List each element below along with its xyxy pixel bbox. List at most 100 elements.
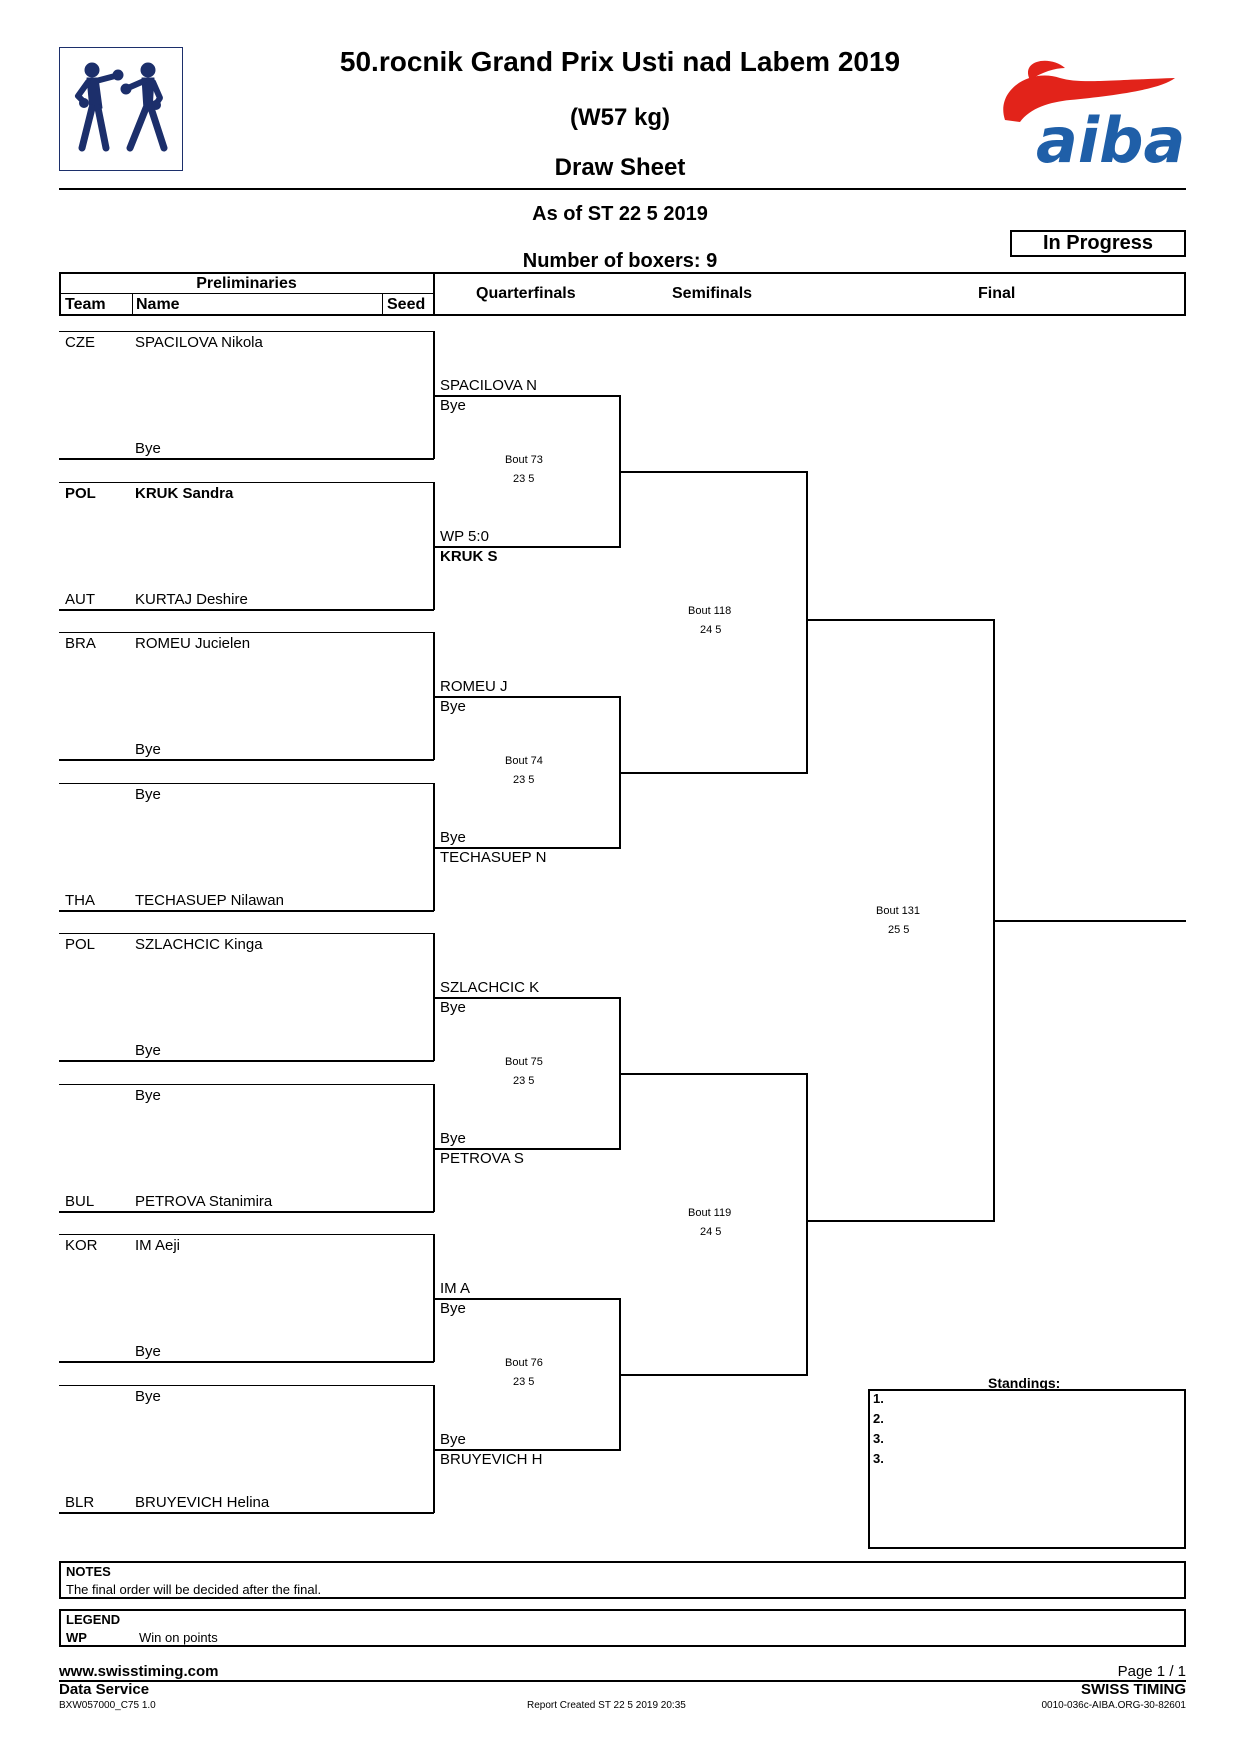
qf-line <box>434 997 620 999</box>
prelim-line <box>59 1211 434 1213</box>
qf-line <box>434 546 620 548</box>
legend-code: WP <box>66 1630 87 1645</box>
prelim-line <box>59 331 434 332</box>
boxers-icon <box>75 62 168 152</box>
prelim-line <box>59 1385 434 1386</box>
final-bout-number: Bout 131 <box>876 905 921 917</box>
prelim-line <box>59 632 434 633</box>
prelim-boxer-name: Bye <box>135 1087 161 1104</box>
prelim-boxer-name: Bye <box>135 1343 161 1360</box>
col-quarterfinals: Quarterfinals <box>476 285 576 302</box>
boxer-count: Number of boxers: 9 <box>522 250 718 272</box>
sf-line <box>620 1374 807 1376</box>
header-rule <box>59 188 1186 190</box>
qf-line <box>434 1449 620 1451</box>
qf-line <box>434 395 620 397</box>
prelim-team: KOR <box>65 1237 98 1254</box>
prelim-boxer-name: IM Aeji <box>135 1237 181 1254</box>
prelim-line <box>59 933 434 934</box>
column-header <box>59 272 1186 316</box>
winner-line <box>994 920 1186 922</box>
qf-line <box>434 1298 620 1300</box>
final-line <box>807 1220 994 1222</box>
header-divider <box>59 293 434 294</box>
footer-page: Page 1 / 1 <box>1117 1663 1186 1680</box>
bout-number: Bout 119 <box>688 1207 732 1219</box>
col-final: Final <box>978 285 1016 302</box>
qf-line <box>434 847 620 849</box>
prelim-line <box>59 1361 434 1363</box>
standings-title: Standings: <box>988 1375 1061 1391</box>
qf-bottom-result: Bye <box>440 1130 466 1147</box>
qf-top-name: SPACILOVA N <box>440 377 537 394</box>
prelim-boxer-name: PETROVA Stanimira <box>135 1193 273 1210</box>
prelim-boxer-name: ROMEU Jucielen <box>135 635 251 652</box>
prelim-boxer-name: Bye <box>135 786 161 803</box>
standings-box <box>868 1389 1186 1549</box>
prelim-line <box>59 1060 434 1062</box>
header-vline <box>132 293 133 316</box>
qf-top-name: IM A <box>440 1280 471 1297</box>
qf-top-result: Bye <box>440 1300 466 1317</box>
prelim-line <box>59 1084 434 1085</box>
prelim-boxer-name: SPACILOVA Nikola <box>135 334 263 351</box>
qf-bottom-result: WP 5:0 <box>440 528 489 545</box>
qf-bottom-result: Bye <box>440 829 466 846</box>
aiba-logo: aiba <box>990 50 1190 177</box>
prelim-line <box>59 783 434 784</box>
qf-top-name: SZLACHCIC K <box>440 979 540 996</box>
footer-code: BXW057000_C75 1.0 <box>59 1700 156 1711</box>
notes-text: The final order will be decided after th… <box>66 1582 322 1597</box>
qf-top-result: Bye <box>440 999 466 1016</box>
standing-place: 3. <box>873 1451 884 1466</box>
prelim-boxer-name: Bye <box>135 1042 161 1059</box>
bout-number: Bout 73 <box>505 454 543 466</box>
footer-report: Report Created ST 22 5 2019 20:35 <box>527 1700 686 1711</box>
footer-url[interactable]: www.swisstiming.com <box>59 1663 219 1680</box>
prelim-boxer-name: BRUYEVICH Helina <box>135 1494 270 1511</box>
prelim-team: POL <box>65 485 96 502</box>
qf-line <box>434 1148 620 1150</box>
event-title: 50.rocnik Grand Prix Usti nad Labem 2019 <box>339 46 901 77</box>
status-badge: In Progress <box>1010 230 1186 257</box>
sf-line <box>620 471 807 473</box>
prelim-boxer-name: Bye <box>135 1388 161 1405</box>
col-team: Team <box>65 296 106 313</box>
prelim-boxer-name: TECHASUEP Nilawan <box>135 892 284 909</box>
col-name: Name <box>136 296 180 313</box>
footer-service: Data Service <box>59 1681 150 1698</box>
bout-number: Bout 75 <box>505 1056 543 1068</box>
bout-date: 23 5 <box>513 774 535 786</box>
col-seed: Seed <box>387 296 426 313</box>
standing-place: 2. <box>873 1411 884 1426</box>
prelim-team: POL <box>65 936 96 953</box>
svg-text:aiba: aiba <box>1036 104 1185 170</box>
bout-date: 24 5 <box>700 1226 722 1238</box>
qf-top-name: ROMEU J <box>440 678 508 695</box>
qf-line <box>434 696 620 698</box>
footer-brand: SWISS TIMING <box>1081 1681 1186 1698</box>
prelim-line <box>59 759 434 761</box>
prelim-line <box>59 609 434 611</box>
prelim-boxer-name: SZLACHCIC Kinga <box>135 936 263 953</box>
bout-number: Bout 74 <box>505 755 543 767</box>
sf-line <box>620 772 807 774</box>
prelim-team: THA <box>65 892 95 909</box>
qf-bottom-name: TECHASUEP N <box>440 849 547 866</box>
bout-date: 23 5 <box>513 1376 535 1388</box>
prelim-line <box>59 910 434 912</box>
qf-bottom-result: Bye <box>440 1431 466 1448</box>
header-vline <box>433 272 435 316</box>
qf-bottom-name: KRUK S <box>440 548 498 565</box>
col-semifinals: Semifinals <box>672 285 753 302</box>
prelim-boxer-name: KRUK Sandra <box>135 485 234 502</box>
footer-rule <box>59 1680 1186 1682</box>
prelim-boxer-name: KURTAJ Deshire <box>135 591 248 608</box>
sf-vline <box>806 1073 808 1376</box>
bout-date: 23 5 <box>513 1075 535 1087</box>
legend-text: Win on points <box>139 1630 218 1645</box>
prelim-team: BUL <box>65 1193 95 1210</box>
prelim-team: BLR <box>65 1494 95 1511</box>
sf-line <box>620 1073 807 1075</box>
prelim-boxer-name: Bye <box>135 741 161 758</box>
